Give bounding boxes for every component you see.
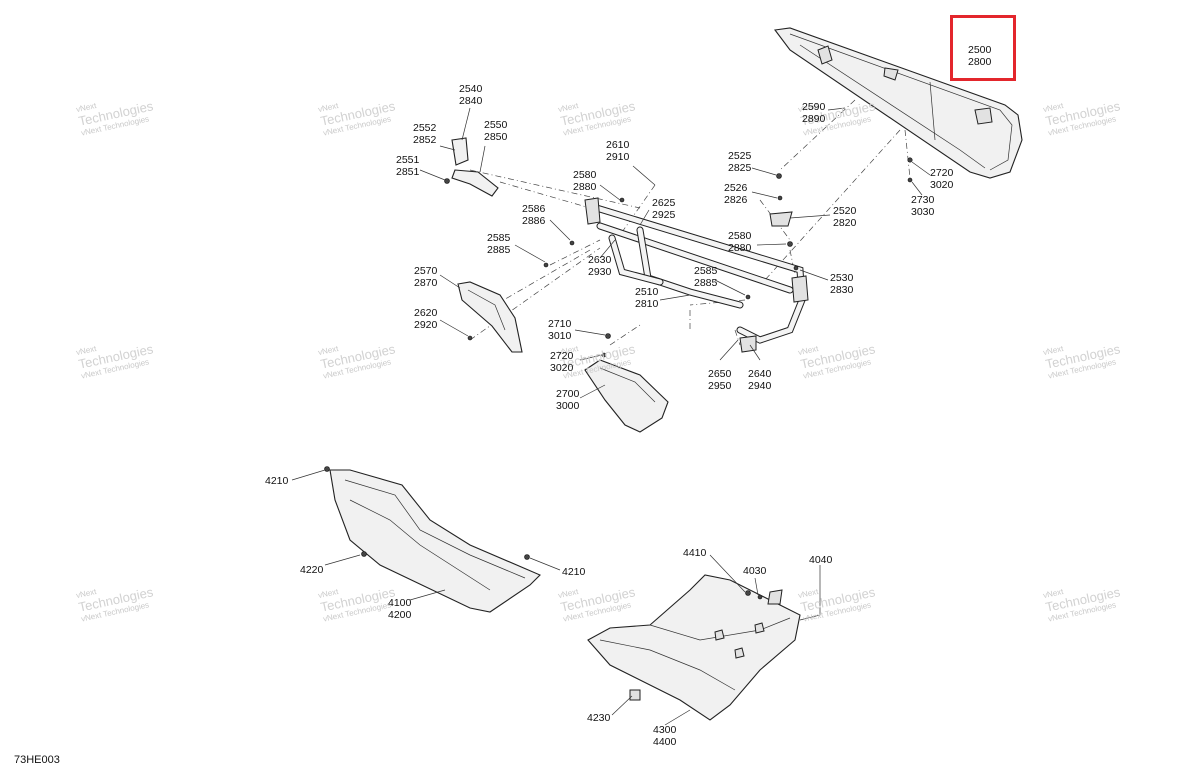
leader-lines — [291, 107, 931, 726]
door-panel — [773, 27, 1023, 179]
callout-4410[interactable]: 4410 — [683, 547, 707, 559]
callout-4030[interactable]: 4030 — [743, 565, 767, 577]
callout-4230[interactable]: 4230 — [587, 712, 611, 724]
callout-4040[interactable]: 4040 — [809, 554, 833, 566]
left-skid-plate — [324, 466, 541, 613]
lower-trim — [457, 281, 523, 353]
highlight-box — [950, 15, 1016, 81]
step-bracket — [584, 359, 669, 433]
door-frame — [584, 197, 809, 353]
callout-4210-left[interactable]: 4210 — [265, 475, 289, 487]
diagram-code: 73HE003 — [14, 754, 60, 766]
hinge-parts — [444, 137, 499, 197]
callout-4220[interactable]: 4220 — [300, 564, 324, 576]
right-skid-plate — [587, 574, 801, 721]
callout-4210-right[interactable]: 4210 — [562, 566, 586, 578]
